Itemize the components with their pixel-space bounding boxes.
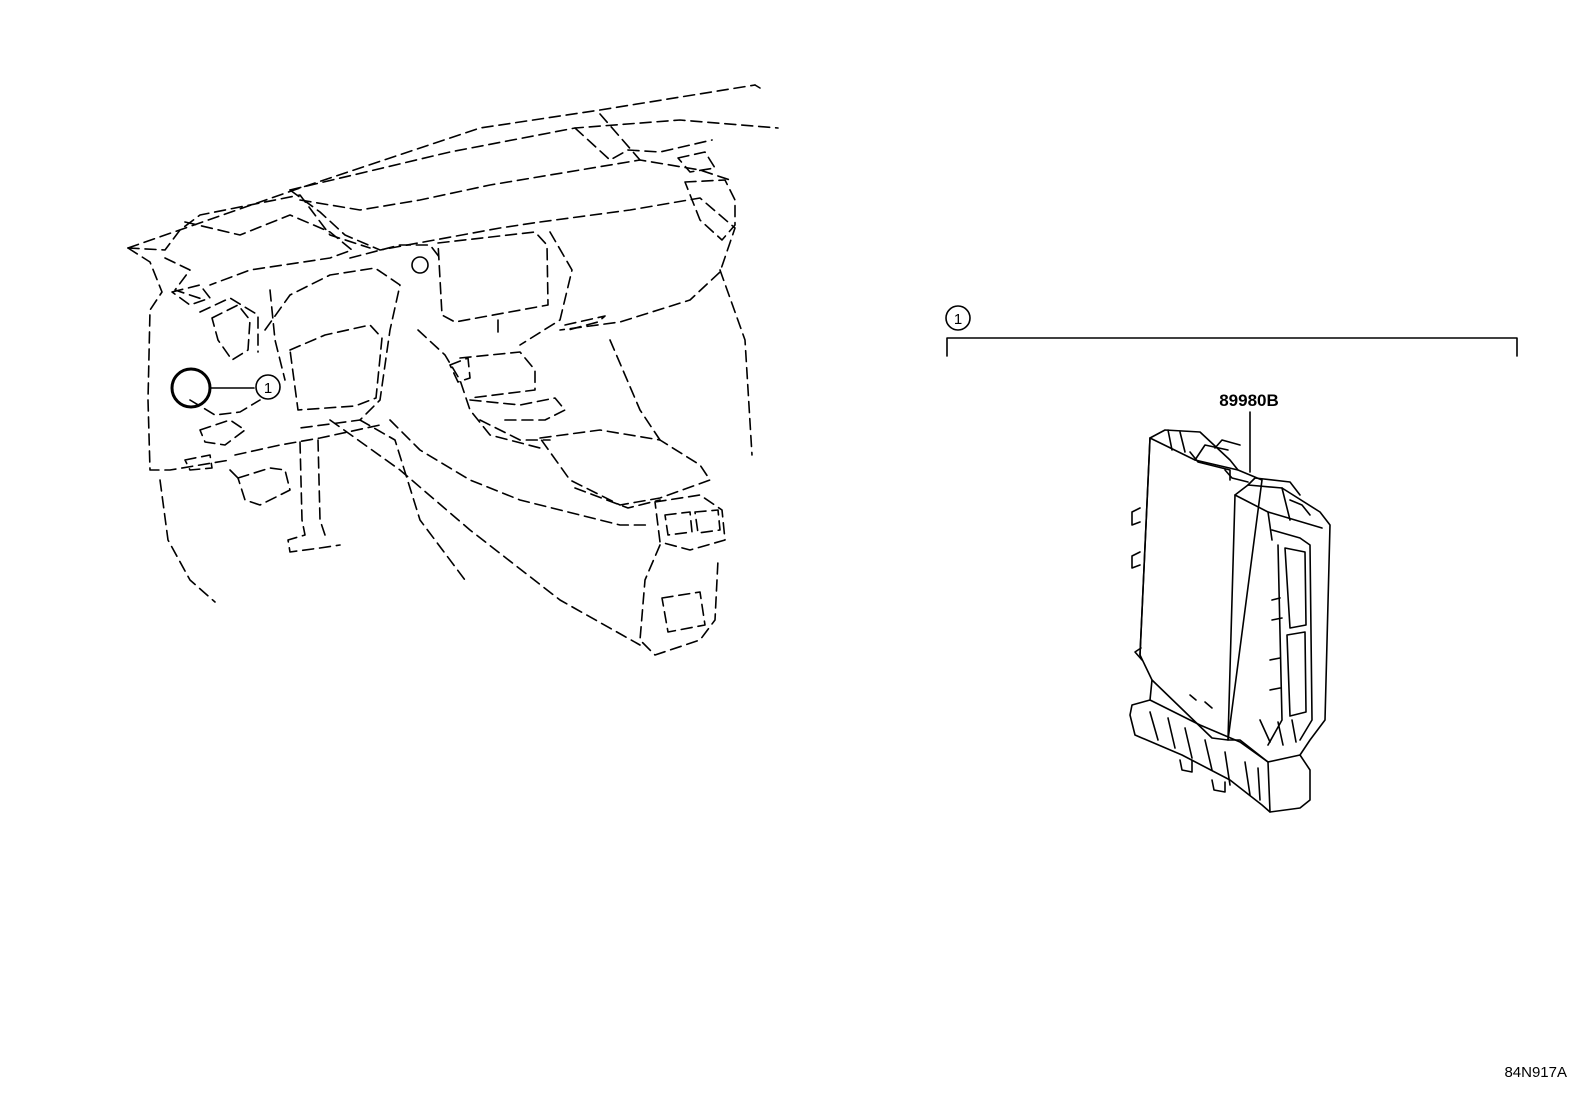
assembly-bracket-line — [946, 337, 1518, 357]
ecu-module-illustration — [1129, 429, 1331, 813]
dashboard-illustration — [127, 84, 779, 656]
callout-circle-bracket — [945, 305, 971, 331]
part-number-label: 89980B — [1219, 391, 1279, 410]
callout-number-bracket: 1 — [954, 311, 962, 328]
callout-circle-dashboard — [255, 374, 281, 400]
figure-code: 84N917A — [1504, 1064, 1567, 1081]
callout-number-dashboard: 1 — [264, 380, 272, 397]
